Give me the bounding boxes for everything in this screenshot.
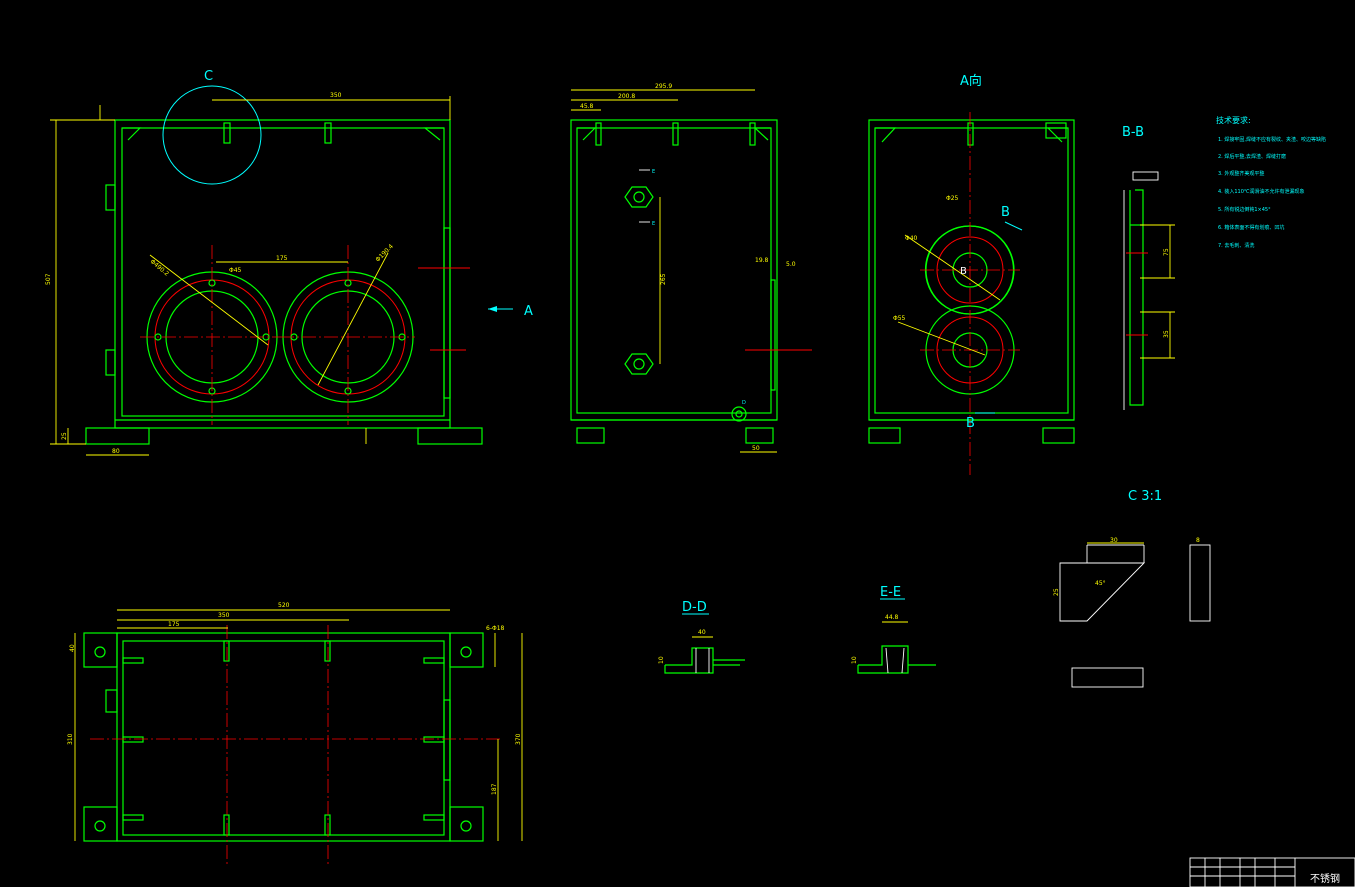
arrow-a-head [488, 306, 497, 312]
dim-text: 175 [168, 621, 180, 628]
dim-text: 520 [278, 602, 290, 609]
dim-text: 45.8 [580, 103, 594, 110]
dim-text: 6-Φ18 [486, 625, 505, 632]
section-dd-label: D-D [682, 600, 707, 615]
detail-c [1059, 542, 1211, 688]
tech-req-item: 7. 去毛刺、清洗 [1218, 242, 1254, 249]
dim-text: Φ55 [893, 315, 906, 322]
dim-text: 10 [851, 656, 858, 664]
section-b-center-label: B [960, 266, 967, 277]
dim-text: 80 [112, 448, 120, 455]
tech-req-item: 6. 箱体表面不得有划痕、凹坑 [1218, 224, 1284, 231]
view-a [868, 112, 1075, 475]
dim-text: 350 [218, 612, 230, 619]
dim-text: E [652, 169, 655, 175]
dim-text: 187 [491, 783, 498, 795]
dim-text: 265 [660, 273, 667, 285]
bottom-view [74, 609, 523, 865]
section-bb-label: B-B [1122, 125, 1144, 140]
dim-text: Φ25 [946, 195, 959, 202]
tech-req-item: 2. 焊后平整,去焊渣、焊缝打磨 [1218, 153, 1286, 160]
dim-text: 40 [69, 644, 76, 652]
tech-req-title: 技术要求: [1216, 115, 1251, 125]
detail-c-label: C [204, 69, 213, 84]
section-b-upper-label: B [1001, 205, 1010, 220]
dim-text: 50 [752, 445, 760, 452]
tech-req-item: 3. 外观整齐美观平整 [1218, 170, 1264, 177]
tech-req-item: 1. 焊接牢固,焊缝不应有裂纹、夹渣、咬边等缺陷 [1218, 136, 1326, 143]
tech-req-item: 4. 装入110℃润滑油不允许有泄漏现象 [1218, 188, 1305, 195]
arrow-a-label: A [524, 304, 533, 319]
dim-text: Φ190.4 [374, 243, 395, 264]
dim-text: 8 [1196, 537, 1200, 544]
dim-text: 35 [1163, 330, 1170, 338]
dim-text: 75 [1163, 248, 1170, 256]
dim-text: 295.9 [655, 83, 672, 90]
dim-text: 25 [61, 432, 68, 440]
detail-c-scale-label: C 3:1 [1128, 489, 1162, 504]
dim-text: D [742, 400, 746, 406]
dim-text: 45° [1095, 580, 1106, 587]
dim-text: Φ45 [229, 267, 242, 274]
view-a-label: A向 [960, 73, 982, 89]
dim-text: 40 [698, 629, 706, 636]
section-b-lower-label: B [966, 416, 975, 431]
material-label: 不锈钢 [1310, 872, 1340, 885]
dim-text: 370 [515, 733, 522, 745]
section-dd [664, 613, 745, 674]
dim-text: 19.8 [755, 257, 769, 264]
section-ee-label: E-E [880, 585, 901, 600]
section-bb [1123, 171, 1175, 410]
side-view [570, 89, 812, 453]
dim-text: 25 [1053, 588, 1060, 596]
dim-text: 310 [67, 733, 74, 745]
dim-text: E [652, 221, 655, 227]
dim-text: 44.8 [885, 614, 899, 621]
tech-req-item: 5. 所有锐边倒钝1×45° [1218, 206, 1271, 213]
dim-text: Φ40 [905, 235, 918, 242]
dim-text: 350 [330, 92, 342, 99]
dim-text: 30 [1110, 537, 1118, 544]
dim-text: 200.8 [618, 93, 635, 100]
dim-text: 507 [45, 273, 52, 285]
dim-text: 10 [658, 656, 665, 664]
dim-text: 5.0 [786, 261, 796, 268]
dim-text: 175 [276, 255, 288, 262]
title-block [1189, 857, 1355, 887]
front-view [50, 85, 483, 456]
section-ee [857, 598, 936, 674]
